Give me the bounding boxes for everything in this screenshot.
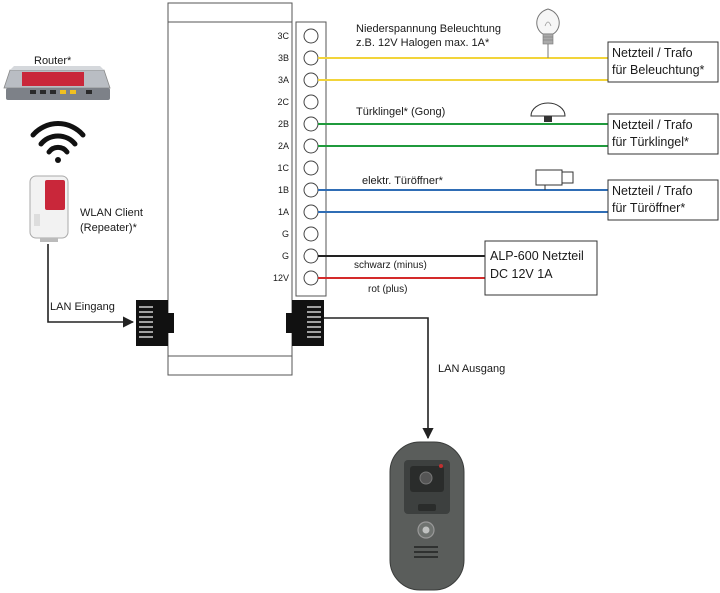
gong-icon bbox=[530, 102, 566, 122]
terminal-label: 3C bbox=[277, 31, 289, 41]
terminal-screws bbox=[303, 28, 319, 286]
control-unit bbox=[167, 2, 293, 376]
terminal-label: 12V bbox=[273, 273, 289, 283]
door-opener-icon bbox=[535, 169, 574, 190]
door-station-device bbox=[389, 441, 465, 591]
light-bulb-icon bbox=[536, 8, 560, 58]
opener-psu-line2: für Türöffner* bbox=[612, 201, 685, 215]
minus-label: schwarz (minus) bbox=[354, 260, 427, 271]
router-device bbox=[3, 66, 111, 100]
lan-input-cable bbox=[47, 244, 135, 328]
terminal-label: 2B bbox=[278, 119, 289, 129]
terminal-labels: 3C 3B 3A 2C 2B 2A 1C 1B 1A G G 12V bbox=[273, 31, 290, 283]
terminal-label: 3B bbox=[278, 53, 289, 63]
power-psu-line1: ALP-600 Netzteil bbox=[490, 249, 584, 263]
lan-output-cable bbox=[324, 317, 434, 440]
power-psu-box bbox=[484, 240, 598, 296]
plus-label: rot (plus) bbox=[368, 284, 407, 295]
lighting-psu-box bbox=[607, 41, 719, 83]
terminal-label: 2C bbox=[277, 97, 289, 107]
doorbell-psu-box bbox=[607, 113, 719, 155]
doorbell-psu-line2: für Türklingel* bbox=[612, 135, 689, 149]
terminal-label: 2A bbox=[278, 141, 289, 151]
doorbell-label: Türklingel* (Gong) bbox=[356, 106, 445, 118]
repeater-label-2: (Repeater)* bbox=[80, 222, 138, 234]
terminal-label: 1B bbox=[278, 185, 289, 195]
lighting-psu-line2: für Beleuchtung* bbox=[612, 63, 705, 77]
lighting-label-2: z.B. 12V Halogen max. 1A* bbox=[356, 37, 490, 49]
lan-port-out bbox=[286, 300, 324, 346]
lan-input-label: LAN Eingang bbox=[50, 301, 115, 313]
lan-output-label: LAN Ausgang bbox=[438, 363, 505, 375]
repeater-device bbox=[29, 175, 69, 242]
opener-psu-line1: Netzteil / Trafo bbox=[612, 184, 693, 198]
lighting-psu-line1: Netzteil / Trafo bbox=[612, 46, 693, 60]
repeater-label-1: WLAN Client bbox=[80, 207, 143, 219]
terminal-label: 1C bbox=[277, 163, 289, 173]
power-psu-line2: DC 12V 1A bbox=[490, 267, 553, 281]
lan-port-in bbox=[136, 300, 174, 346]
terminal-label: G bbox=[282, 229, 289, 239]
wifi-icon bbox=[30, 121, 86, 163]
doorbell-psu-line1: Netzteil / Trafo bbox=[612, 118, 693, 132]
router-label: Router* bbox=[34, 55, 72, 67]
terminal-label: 1A bbox=[278, 207, 289, 217]
opener-label: elektr. Türöffner* bbox=[362, 175, 444, 187]
terminal-label: G bbox=[282, 251, 289, 261]
opener-psu-box bbox=[607, 179, 719, 221]
lighting-label-1: Niederspannung Beleuchtung bbox=[356, 23, 501, 35]
terminal-label: 3A bbox=[278, 75, 289, 85]
